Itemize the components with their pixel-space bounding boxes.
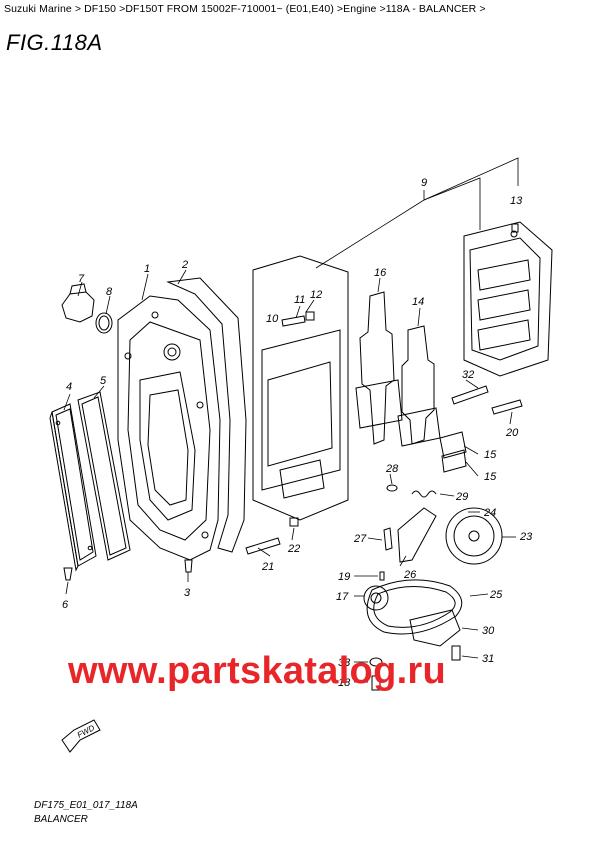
callout-13: 13 xyxy=(510,195,523,207)
bolt-27 xyxy=(383,527,393,551)
balancer-shaft-14 xyxy=(397,325,441,447)
callout-20: 20 xyxy=(505,427,519,439)
callout-labels: 1 2 3 4 5 6 7 8 9 10 11 12 13 14 15 15 1… xyxy=(62,177,533,689)
callout-12: 12 xyxy=(310,289,322,301)
callout-28: 28 xyxy=(385,463,399,475)
callout-30: 30 xyxy=(482,625,495,637)
callout-29: 29 xyxy=(455,491,468,503)
callout-16: 16 xyxy=(374,267,387,279)
balancer-shaft-16 xyxy=(355,291,403,445)
dowel-11 xyxy=(305,311,315,321)
washer-28 xyxy=(386,484,398,492)
callout-4: 4 xyxy=(66,381,72,393)
callout-24: 24 xyxy=(483,507,496,519)
dowel-22 xyxy=(289,517,299,527)
callout-17: 17 xyxy=(336,591,349,603)
footer-caption: BALANCER xyxy=(34,814,88,825)
washer-33 xyxy=(369,657,383,667)
main-cover xyxy=(117,295,221,561)
bolt-3 xyxy=(184,559,193,573)
bolt-6 xyxy=(63,567,73,581)
sprocket-17 xyxy=(363,585,389,611)
callout-10: 10 xyxy=(266,313,279,325)
bolt-13 xyxy=(511,223,519,233)
callout-32: 32 xyxy=(462,369,474,381)
leader-lines xyxy=(63,157,519,683)
bearing-15b xyxy=(441,449,467,473)
o-ring xyxy=(95,312,113,334)
cover-gasket xyxy=(166,277,247,553)
callout-6: 6 xyxy=(62,599,69,611)
callout-2: 2 xyxy=(181,259,188,271)
callout-3: 3 xyxy=(184,587,191,599)
gear-23 xyxy=(445,507,503,565)
bolt-31 xyxy=(451,645,461,661)
balancer-housing-box xyxy=(252,255,349,521)
bolt-10 xyxy=(281,315,306,327)
bolt-21 xyxy=(245,537,281,555)
figure-title: FIG.118A xyxy=(6,30,103,55)
chain-25 xyxy=(366,579,463,635)
callout-22: 22 xyxy=(287,543,300,555)
fwd-arrow-icon: FWD xyxy=(61,719,101,753)
callout-15a: 15 xyxy=(484,449,497,461)
spring-29 xyxy=(411,490,437,498)
callout-9: 9 xyxy=(421,177,427,189)
callout-1: 1 xyxy=(144,263,150,275)
callout-33: 33 xyxy=(338,657,351,669)
breadcrumb: Suzuki Marine > DF150 >DF150T FROM 15002… xyxy=(4,3,486,15)
chain-guide-26 xyxy=(397,507,437,563)
bearing-15a xyxy=(439,431,467,459)
callout-11: 11 xyxy=(294,294,305,306)
oil-cap xyxy=(61,283,95,323)
cover-plate xyxy=(49,403,97,572)
balancer-housing xyxy=(463,221,553,377)
callout-14: 14 xyxy=(412,296,424,308)
gasket xyxy=(77,391,131,561)
callout-7: 7 xyxy=(78,273,85,285)
callout-31: 31 xyxy=(482,653,494,665)
callout-19: 19 xyxy=(338,571,350,583)
callout-23: 23 xyxy=(519,531,533,543)
callout-15b: 15 xyxy=(484,471,497,483)
callout-5: 5 xyxy=(100,375,107,387)
callout-26: 26 xyxy=(403,569,417,581)
callout-8: 8 xyxy=(106,286,113,298)
callout-27: 27 xyxy=(353,533,367,545)
bolt-20 xyxy=(491,399,523,415)
bolt-32 xyxy=(451,385,489,405)
tensioner-30 xyxy=(409,609,461,647)
callout-18: 18 xyxy=(338,677,351,689)
bolt-18 xyxy=(371,675,381,691)
pin-19 xyxy=(379,571,385,581)
callout-25: 25 xyxy=(489,589,503,601)
callout-21: 21 xyxy=(261,561,274,573)
footer-code: DF175_E01_017_118A xyxy=(34,800,138,811)
watermark: www.partskatalog.ru xyxy=(68,650,447,692)
